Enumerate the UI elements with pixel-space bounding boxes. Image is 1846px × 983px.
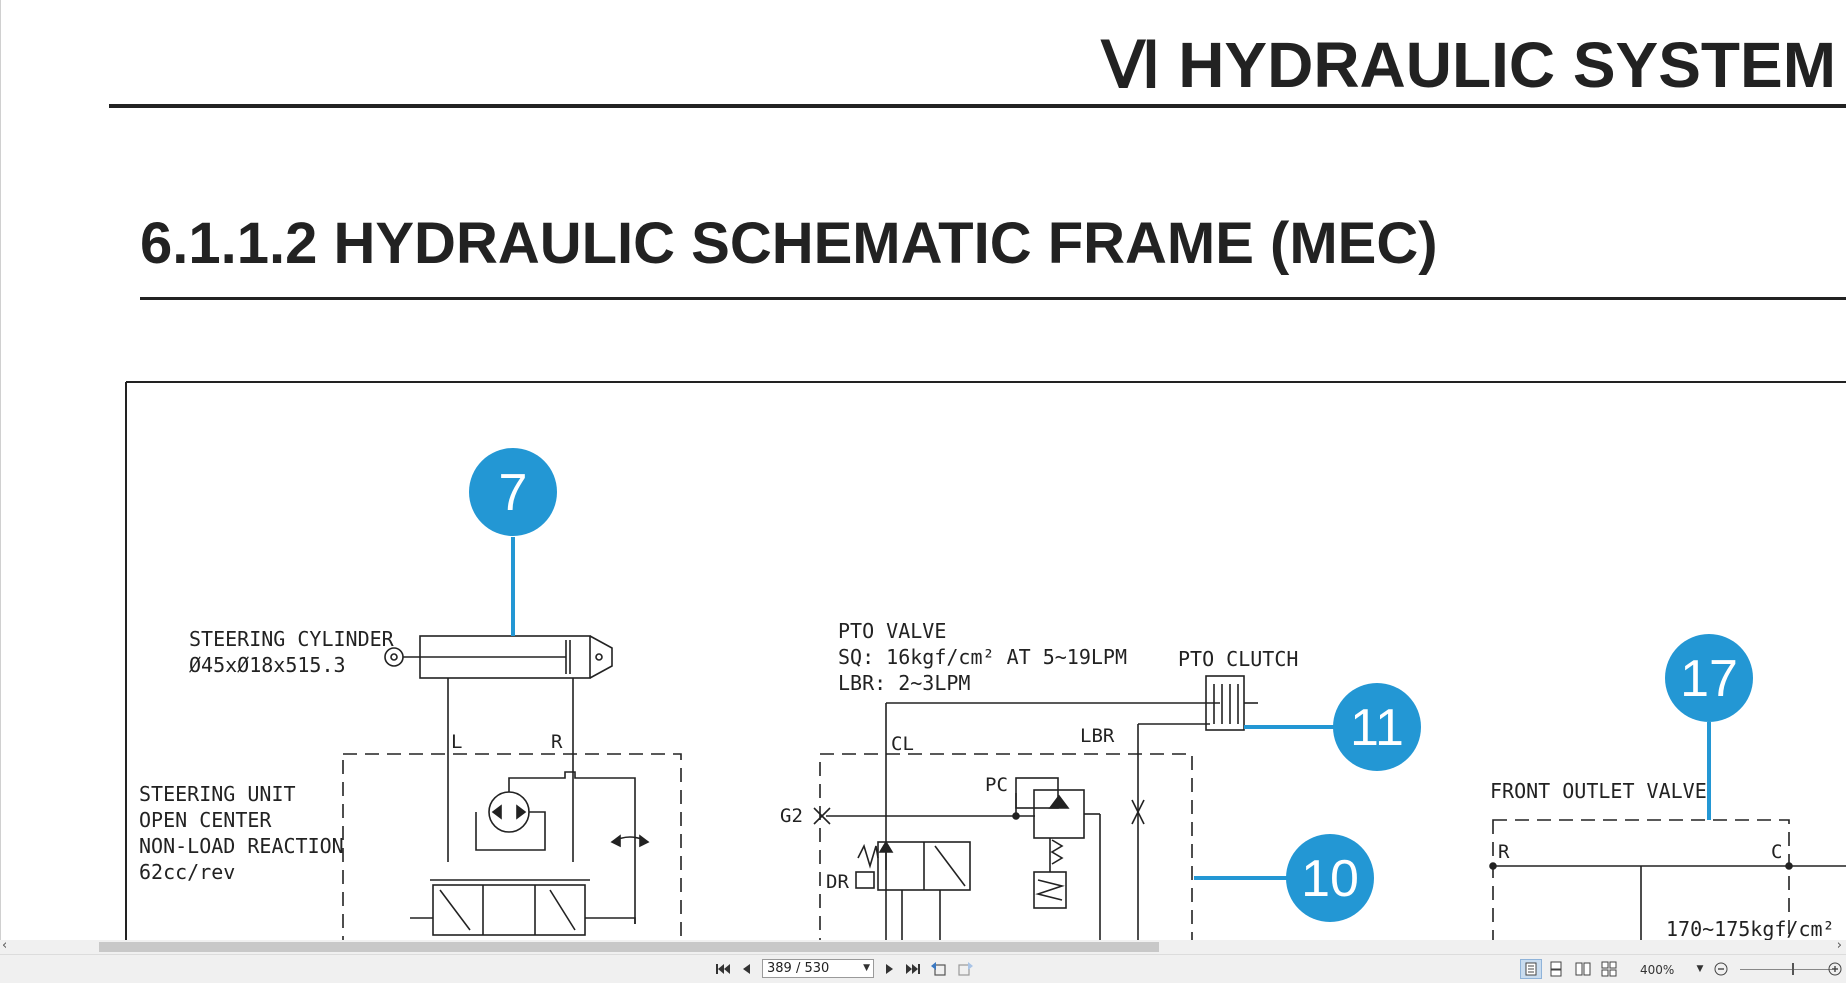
continuous-icon[interactable] xyxy=(1546,959,1566,979)
chapter-rule xyxy=(109,104,1846,108)
steering-unit xyxy=(342,753,682,940)
hydraulic-schematic: STEERING CYLINDER Ø45xØ18x515.3 L R STEE… xyxy=(125,381,1846,940)
zoom-slider-track[interactable] xyxy=(1740,969,1832,970)
next-view-icon[interactable] xyxy=(956,959,974,979)
zoom-out-icon[interactable] xyxy=(1712,959,1730,979)
prev-page-icon[interactable] xyxy=(738,959,754,979)
callout-17-number: 17 xyxy=(1680,650,1738,708)
steering-unit-label-2: OPEN CENTER xyxy=(139,808,272,832)
steering-cylinder-spec: Ø45xØ18x515.3 xyxy=(189,653,346,677)
steering-unit-label-4: 62cc/rev xyxy=(139,860,235,884)
pto-valve-lbr: LBR: 2~3LPM xyxy=(838,671,970,695)
page-number-input[interactable]: 389 / 530 ▼ xyxy=(762,959,874,978)
facing-icon[interactable] xyxy=(1572,959,1594,979)
port-lbr-label: LBR xyxy=(1080,725,1115,747)
page-dropdown-icon[interactable]: ▼ xyxy=(863,963,870,973)
horizontal-scrollbar[interactable]: ‹ › xyxy=(0,938,1846,954)
port-dr-label: DR xyxy=(826,871,849,893)
next-page-icon[interactable] xyxy=(882,959,898,979)
zoom-dropdown-icon[interactable]: ▼ xyxy=(1696,964,1704,974)
single-page-icon[interactable] xyxy=(1520,959,1542,979)
last-page-icon[interactable] xyxy=(904,959,922,979)
callout-11-number: 11 xyxy=(1350,699,1404,757)
first-page-icon[interactable] xyxy=(714,959,732,979)
fov-port-r-label: R xyxy=(1498,841,1510,863)
scroll-right-icon[interactable]: › xyxy=(1836,938,1842,953)
steering-cylinder-label: STEERING CYLINDER xyxy=(189,627,395,651)
zoom-in-icon[interactable] xyxy=(1826,959,1844,979)
scroll-left-icon[interactable]: ‹ xyxy=(2,938,8,953)
port-r-label: R xyxy=(551,731,563,753)
section-rule xyxy=(140,297,1846,300)
steering-unit-label-3: NON-LOAD REACTION xyxy=(139,834,344,858)
facing-continuous-icon[interactable] xyxy=(1598,959,1620,979)
port-g2-label: G2 xyxy=(780,805,803,827)
steering-unit-label-1: STEERING UNIT xyxy=(139,782,296,806)
pto-clutch xyxy=(1205,675,1258,731)
callout-17: 17 xyxy=(1665,634,1753,820)
port-pc-label: PC xyxy=(985,774,1008,796)
pto-valve xyxy=(813,702,1220,940)
viewer-toolbar: 389 / 530 ▼ 400% ▼ xyxy=(0,954,1846,983)
schematic-frame xyxy=(125,381,1846,940)
port-l-label: L xyxy=(451,731,462,753)
document-page: Ⅵ HYDRAULIC SYSTEM 6.1.1.2 HYDRAULIC SCH… xyxy=(0,0,1846,940)
front-outlet-valve xyxy=(1489,819,1846,940)
pto-valve-sq: SQ: 16kgf/cm² AT 5~19LPM xyxy=(838,645,1127,669)
chapter-title: Ⅵ HYDRAULIC SYSTEM xyxy=(1101,29,1836,101)
callout-7-number: 7 xyxy=(499,464,528,522)
pto-valve-label: PTO VALVE xyxy=(838,619,946,643)
port-cl-label: CL xyxy=(891,733,914,755)
callout-10-number: 10 xyxy=(1301,850,1359,908)
page-indicator: 389 / 530 xyxy=(767,961,830,976)
callout-11: 11 xyxy=(1244,683,1421,771)
viewer-edge xyxy=(0,0,1,940)
fov-pressure-label: 170~175kgf/cm² xyxy=(1666,917,1835,940)
scrollbar-thumb[interactable] xyxy=(99,942,1159,952)
steering-cylinder xyxy=(384,635,613,862)
zoom-level[interactable]: 400% xyxy=(1640,963,1675,977)
fov-port-c-label: C xyxy=(1771,841,1782,863)
front-outlet-valve-label: FRONT OUTLET VALVE xyxy=(1490,779,1707,803)
callout-7: 7 xyxy=(469,448,557,636)
callout-10: 10 xyxy=(1194,834,1374,922)
zoom-slider-thumb[interactable] xyxy=(1792,963,1794,975)
section-title: 6.1.1.2 HYDRAULIC SCHEMATIC FRAME (MEC) xyxy=(140,211,1438,276)
prev-view-icon[interactable] xyxy=(930,959,948,979)
pto-clutch-label: PTO CLUTCH xyxy=(1178,647,1298,671)
